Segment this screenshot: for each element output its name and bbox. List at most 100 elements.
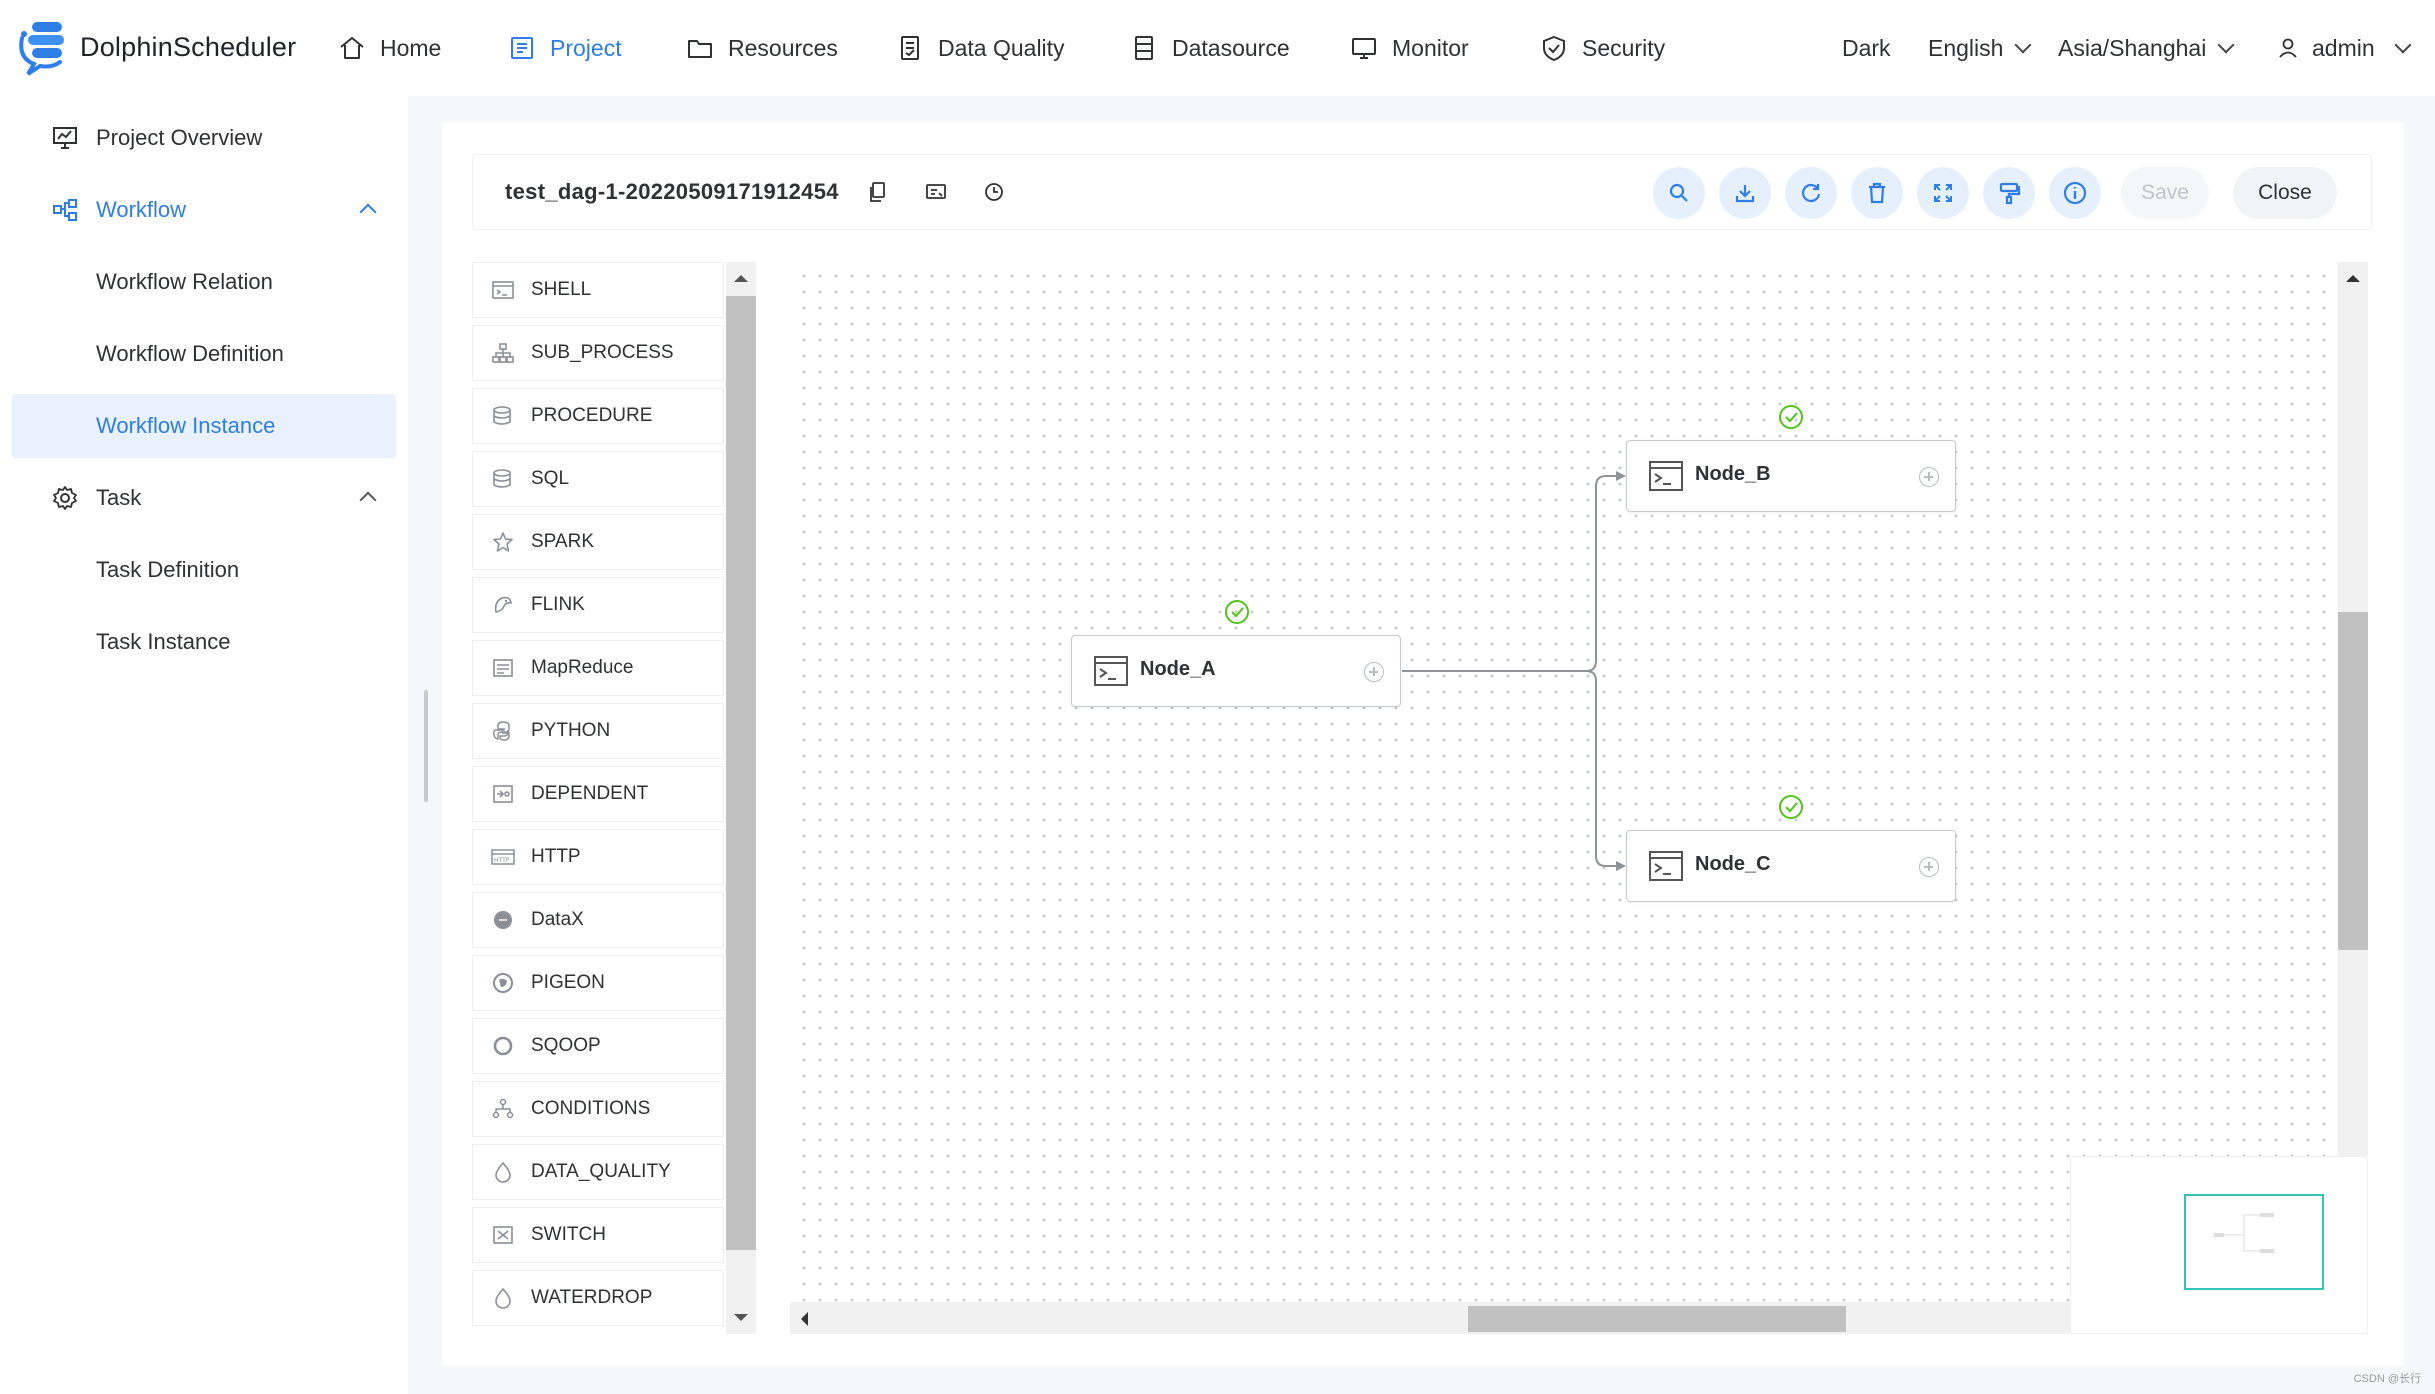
fullscreen-icon <box>1934 184 1952 202</box>
palette-item-spark[interactable]: SPARK <box>472 514 724 570</box>
palette-item-mapreduce[interactable]: MapReduce <box>472 640 724 696</box>
palette-item-procedure[interactable]: PROCEDURE <box>472 388 724 444</box>
palette-item-sub-process[interactable]: SUB_PROCESS <box>472 325 724 381</box>
palette-item-switch[interactable]: SWITCH <box>472 1207 724 1263</box>
sub-process-icon <box>491 341 515 365</box>
dag-node-a[interactable]: Node_A <box>1071 635 1401 707</box>
palette-item-sql[interactable]: SQL <box>472 451 724 507</box>
palette-item-python[interactable]: PYTHON <box>472 703 724 759</box>
save-button[interactable]: Save <box>2121 167 2209 219</box>
datax-icon <box>491 908 515 932</box>
minimap-viewport[interactable] <box>2184 1194 2324 1290</box>
theme-toggle[interactable]: Dark <box>1842 0 1891 96</box>
python-icon <box>491 719 515 743</box>
sidebar-item-task-definition[interactable]: Task Definition <box>0 538 408 602</box>
scroll-down-arrow-icon[interactable] <box>732 1312 750 1324</box>
search-button[interactable] <box>1653 167 1705 219</box>
sidebar-resize-handle[interactable] <box>424 690 428 802</box>
gear-icon <box>52 485 78 511</box>
language-select[interactable]: English <box>1928 0 2032 96</box>
user-menu[interactable]: admin <box>2278 0 2412 96</box>
sidebar-item-task-instance[interactable]: Task Instance <box>0 610 408 674</box>
timezone-select[interactable]: Asia/Shanghai <box>2058 0 2235 96</box>
scroll-up-arrow-icon[interactable] <box>732 272 750 284</box>
shell-icon <box>1094 656 1128 686</box>
scroll-up-arrow-icon[interactable] <box>2344 272 2362 284</box>
sidebar-item-project-overview[interactable]: Project Overview <box>0 106 408 170</box>
palette-item-label: CONDITIONS <box>531 1098 651 1119</box>
add-node-icon[interactable] <box>1919 857 1939 877</box>
nav-resources[interactable]: Resources <box>686 0 838 96</box>
palette-item-label: DATA_QUALITY <box>531 1161 671 1182</box>
user-icon <box>2278 37 2298 59</box>
palette-item-label: PIGEON <box>531 972 605 993</box>
watermark: CSDN @长行 <box>2353 1373 2421 1385</box>
conditions-icon <box>491 1097 515 1121</box>
dag-minimap[interactable] <box>2070 1156 2368 1334</box>
delete-icon <box>1869 182 1885 204</box>
monitor-icon <box>1350 34 1378 62</box>
sidebar-item-label: Workflow <box>96 197 187 222</box>
palette-item-label: SPARK <box>531 531 595 552</box>
scroll-left-arrow-icon[interactable] <box>798 1310 810 1328</box>
dag-toolbar: test_dag-1-20220509171912454 Save Close <box>472 154 2372 230</box>
palette-item-waterdrop[interactable]: WATERDROP <box>472 1270 724 1326</box>
dag-canvas[interactable] <box>790 262 2336 1302</box>
sidebar-item-workflow[interactable]: Workflow <box>0 178 408 242</box>
canvas-horizontal-scroll-thumb[interactable] <box>1468 1306 1846 1332</box>
delete-button[interactable] <box>1851 167 1903 219</box>
nav-datasource[interactable]: Datasource <box>1130 0 1290 96</box>
palette-item-data-quality[interactable]: DATA_QUALITY <box>472 1144 724 1200</box>
sidebar-item-label: Project Overview <box>96 125 263 150</box>
palette-item-http[interactable]: HTTP HTTP <box>472 829 724 885</box>
dag-node-b[interactable]: Node_B <box>1626 440 1956 512</box>
nav-monitor[interactable]: Monitor <box>1350 0 1469 96</box>
shell-icon <box>1649 461 1683 491</box>
nav-home[interactable]: Home <box>338 0 441 96</box>
copy-icon[interactable] <box>865 179 891 205</box>
palette-item-conditions[interactable]: CONDITIONS <box>472 1081 724 1137</box>
close-button[interactable]: Close <box>2233 167 2337 219</box>
clock-icon[interactable] <box>981 179 1007 205</box>
add-node-icon[interactable] <box>1364 662 1384 682</box>
chevron-up-icon <box>359 491 377 509</box>
dag-node-c[interactable]: Node_C <box>1626 830 1956 902</box>
palette-item-dependent[interactable]: DEPENDENT <box>472 766 724 822</box>
palette-item-sqoop[interactable]: SQOOP <box>472 1018 724 1074</box>
palette-item-flink[interactable]: FLINK <box>472 577 724 633</box>
palette-item-pigeon[interactable]: PIGEON <box>472 955 724 1011</box>
switch-icon <box>491 1223 515 1247</box>
sidebar-item-workflow-instance[interactable]: Workflow Instance <box>12 394 396 458</box>
canvas-vertical-scroll-thumb[interactable] <box>2338 612 2368 950</box>
refresh-button[interactable] <box>1785 167 1837 219</box>
canvas-horizontal-scrollbar[interactable] <box>790 1302 2070 1334</box>
download-button[interactable] <box>1719 167 1771 219</box>
search-icon <box>1669 183 1688 202</box>
sidebar-item-workflow-relation[interactable]: Workflow Relation <box>0 250 408 314</box>
palette-item-label: PYTHON <box>531 720 611 741</box>
minimap-preview <box>2214 1213 2274 1253</box>
app-name: DolphinScheduler <box>80 31 297 62</box>
app-logo[interactable]: DolphinScheduler <box>18 18 296 76</box>
spark-icon <box>491 530 515 554</box>
palette-item-datax[interactable]: DataX <box>472 892 724 948</box>
format-button[interactable] <box>1983 167 2035 219</box>
palette-item-shell[interactable]: SHELL <box>472 262 724 318</box>
fullscreen-button[interactable] <box>1917 167 1969 219</box>
sidebar-item-task[interactable]: Task <box>0 466 408 530</box>
info-button[interactable] <box>2049 167 2101 219</box>
success-check-icon <box>1779 795 1803 819</box>
palette-item-label: SWITCH <box>531 1224 606 1245</box>
variables-icon[interactable] <box>923 179 949 205</box>
palette-item-label: SQL <box>531 468 570 489</box>
nav-project[interactable]: Project <box>508 0 622 96</box>
add-node-icon[interactable] <box>1919 467 1939 487</box>
nav-security[interactable]: Security <box>1540 0 1665 96</box>
flink-icon <box>491 593 515 617</box>
palette-item-label: DEPENDENT <box>531 783 649 804</box>
sidebar-item-workflow-definition[interactable]: Workflow Definition <box>0 322 408 386</box>
palette-scroll-thumb[interactable] <box>726 296 756 1250</box>
nav-data-quality[interactable]: Data Quality <box>896 0 1065 96</box>
pigeon-icon <box>491 971 515 995</box>
workflow-name: test_dag-1-20220509171912454 <box>505 179 839 204</box>
